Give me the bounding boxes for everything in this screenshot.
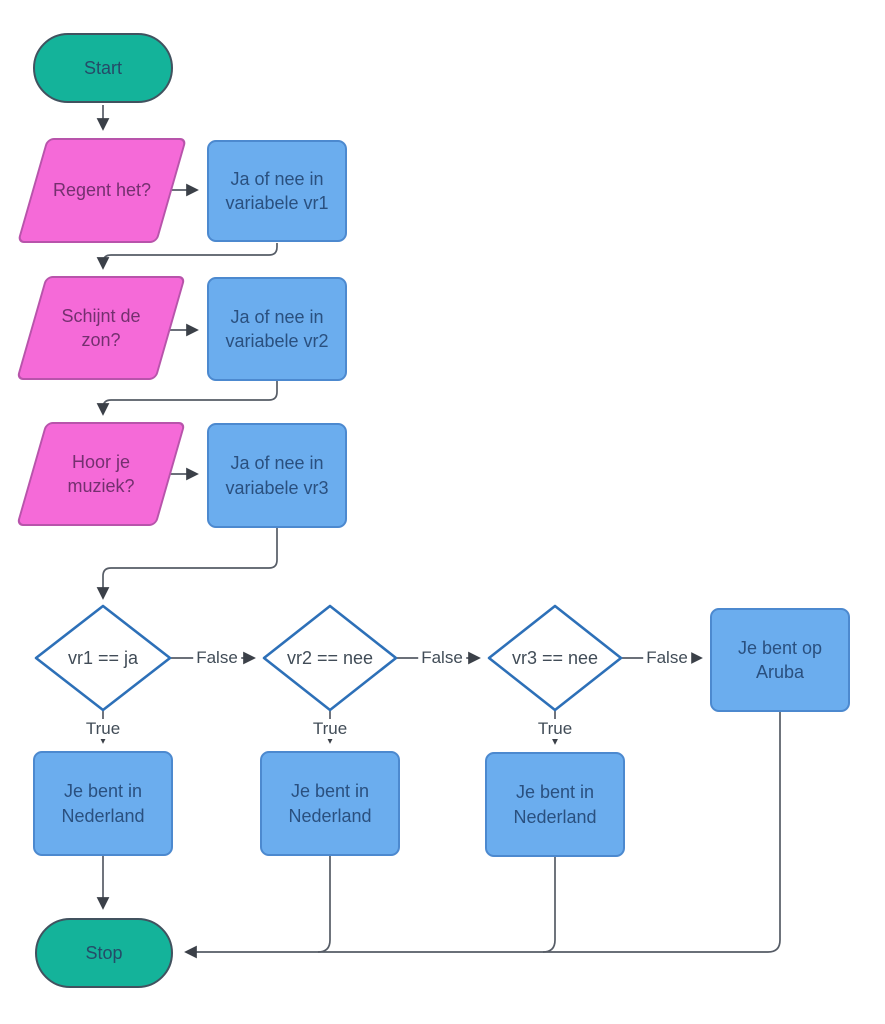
node-nederland-3: Je bent in Nederland: [485, 752, 625, 857]
node-decision-vr2-label: vr2 == nee: [286, 647, 374, 668]
node-nederland-1: Je bent in Nederland: [33, 751, 173, 856]
decision-vr2-shape: [262, 604, 398, 712]
edge-label-false-1: False: [193, 648, 241, 668]
node-decision-vr3: vr3 == nee: [488, 606, 622, 710]
node-ja-of-nee-vr2: Ja of nee in variabele vr2: [207, 277, 347, 381]
node-decision-vr1-label: vr1 == ja: [67, 647, 139, 668]
edge-label-true-3: True: [534, 719, 576, 739]
node-decision-vr1: vr1 == ja: [36, 606, 170, 710]
node-ja-of-nee-vr1: Ja of nee in variabele vr1: [207, 140, 347, 242]
node-ja-of-nee-vr3-label: Ja of nee in variabele vr3: [225, 453, 329, 498]
node-stop: Stop: [35, 918, 173, 988]
edge-label-false-3: False: [643, 648, 691, 668]
node-aruba: Je bent op Aruba: [710, 608, 850, 712]
node-schijnt-de-zon-label: Schijnt de zon?: [61, 305, 141, 350]
node-decision-vr2: vr2 == nee: [263, 606, 397, 710]
node-ja-of-nee-vr2-label: Ja of nee in variabele vr2: [225, 306, 329, 351]
node-decision-vr3-label: vr3 == nee: [511, 647, 599, 668]
connector-p2-q3: [96, 381, 278, 416]
edge-label-false-2: False: [418, 648, 466, 668]
edge-label-true-1: True: [82, 719, 124, 739]
node-regent-het-label: Regent het?: [52, 180, 152, 201]
node-schijnt-de-zon: Schijnt de zon?: [16, 276, 186, 380]
decision-vr1-shape: [34, 604, 172, 712]
node-regent-het: Regent het?: [16, 138, 188, 243]
node-start-label: Start: [83, 57, 122, 78]
node-aruba-label: Je bent op Aruba: [737, 637, 823, 682]
node-hoor-je-muziek: Hoor je muziek?: [16, 422, 186, 526]
connector-r3-join: [542, 857, 556, 953]
node-ja-of-nee-vr1-label: Ja of nee in variabele vr1: [225, 168, 329, 213]
node-stop-label: Stop: [85, 942, 123, 963]
connector-aruba-stop: [184, 712, 781, 959]
node-nederland-3-label: Je bent in Nederland: [513, 782, 597, 827]
edge-label-true-2: True: [309, 719, 351, 739]
node-nederland-2: Je bent in Nederland: [260, 751, 400, 856]
connector-p3-d1: [96, 528, 278, 600]
node-start: Start: [33, 33, 173, 103]
node-ja-of-nee-vr3: Ja of nee in variabele vr3: [207, 423, 347, 528]
connector-p1-q2: [96, 243, 278, 270]
decision-vr3-shape: [487, 604, 623, 712]
connector-r2-join: [317, 856, 331, 953]
node-nederland-2-label: Je bent in Nederland: [288, 781, 372, 826]
node-hoor-je-muziek-label: Hoor je muziek?: [67, 451, 135, 496]
node-nederland-1-label: Je bent in Nederland: [61, 781, 145, 826]
